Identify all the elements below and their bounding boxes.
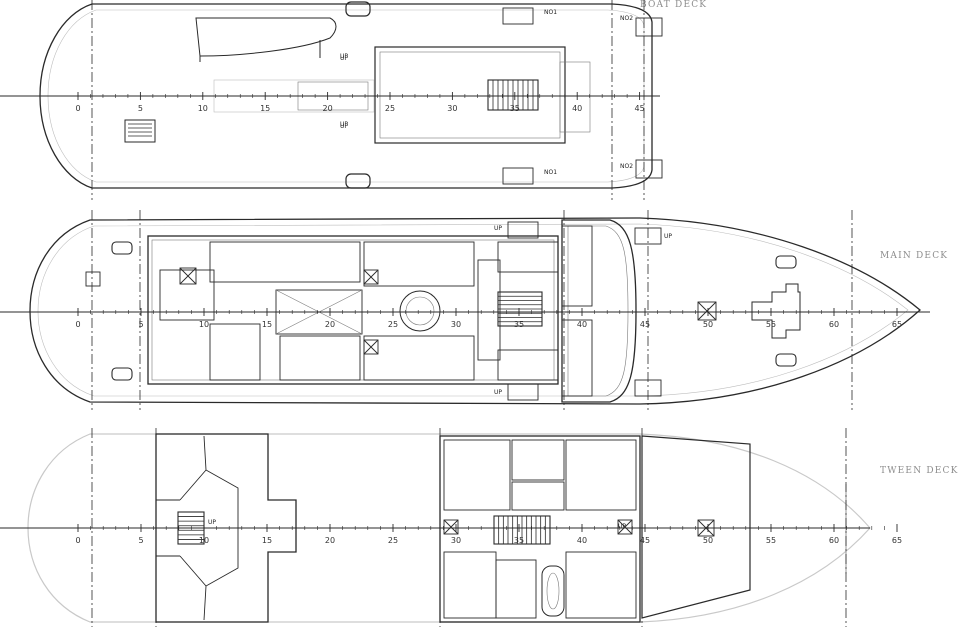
- main-frame-label: 20: [325, 320, 335, 329]
- boat-frame-label: 45: [635, 104, 645, 113]
- boat-stair-label: UP: [340, 121, 348, 128]
- tween-aft-compartment: [155, 433, 297, 623]
- tween-frame-label: 20: [325, 536, 335, 545]
- main-frame-label: 60: [829, 320, 839, 329]
- boat-deck: [39, 1, 663, 189]
- tween-frame-label: 0: [75, 536, 80, 545]
- tween-frame-label: 10: [199, 536, 209, 545]
- main-frame-label: 65: [892, 320, 902, 329]
- tween-cabin-block: [439, 435, 641, 623]
- main-frame-label: 25: [388, 320, 398, 329]
- boat-stair-label: UP: [340, 123, 348, 130]
- main-frame-label: 15: [262, 320, 272, 329]
- boat-stair-label: NO1: [544, 9, 557, 16]
- boat-frame-label: 10: [198, 104, 208, 113]
- tween-frame-label: 60: [829, 536, 839, 545]
- boat-deck-title: BOAT DECK: [640, 0, 708, 10]
- main-stair-label: UP: [494, 389, 502, 396]
- boat-stair-label: NO2: [620, 163, 633, 170]
- main-frame-label: 10: [199, 320, 209, 329]
- tween-bathtub: [541, 565, 565, 617]
- main-stair-label: UP: [494, 225, 502, 232]
- boat-stair-label: NO1: [544, 169, 557, 176]
- hatch-cross-box: [363, 269, 379, 285]
- main-deck-title: MAIN DECK: [880, 251, 949, 261]
- boat-deck-hull: [39, 3, 653, 189]
- tween-frame-label: 50: [703, 536, 713, 545]
- tween-frame-label: 30: [451, 536, 461, 545]
- tween-frame-label: 35: [514, 536, 524, 545]
- main-deck-windlass: [751, 283, 801, 339]
- hatch-cross-box: [179, 267, 197, 285]
- boat-frame-label: 0: [75, 104, 80, 113]
- main-frame-label: 30: [451, 320, 461, 329]
- boat-frame-label: 40: [572, 104, 582, 113]
- boat-frame-label: 5: [138, 104, 143, 113]
- boat-frame-label: 25: [385, 104, 395, 113]
- main-deck-bridge: [561, 219, 637, 403]
- boat-deck-hatch: [124, 119, 156, 143]
- boat-frame-label: 35: [510, 104, 520, 113]
- lifeboat-outline: [195, 17, 337, 57]
- boat-frame-label: 30: [447, 104, 457, 113]
- main-frame-label: 45: [640, 320, 650, 329]
- main-frame-label: 55: [766, 320, 776, 329]
- tween-frame-label: 65: [892, 536, 902, 545]
- tween-stair-label: UP: [208, 519, 216, 526]
- tween-stair-label: UP: [618, 523, 626, 530]
- main-frame-label: 35: [514, 320, 524, 329]
- main-frame-label: 50: [703, 320, 713, 329]
- boat-deck-axis: 0 5 10 15 20 25 30 35 40 45: [0, 0, 660, 200]
- boat-stair-label: UP: [340, 53, 348, 60]
- tween-frame-label: 40: [577, 536, 587, 545]
- main-deck-house: [147, 235, 559, 385]
- tween-frame-label: 55: [766, 536, 776, 545]
- boat-frame-label: 15: [260, 104, 270, 113]
- main-stair-label: UP: [664, 233, 672, 240]
- tween-deck-title: TWEEN DECK: [880, 466, 959, 476]
- hatch-cross-box: [363, 339, 379, 355]
- boat-frame-label: 20: [323, 104, 333, 113]
- tween-deck: [27, 433, 871, 623]
- tween-frame-label: 45: [640, 536, 650, 545]
- boat-stair-label: NO2: [620, 15, 633, 22]
- main-frame-label: 40: [577, 320, 587, 329]
- boat-deck-house: [374, 46, 566, 144]
- main-deck: [29, 217, 921, 405]
- main-frame-label: 5: [138, 320, 143, 329]
- hatch-cross-box: [697, 301, 717, 321]
- tween-deck-axis: 0 5 10 15 20 25 30 35 40 45 50 55 60 65: [0, 428, 902, 627]
- main-frame-label: 0: [75, 320, 80, 329]
- boat-stair-label: UP: [340, 55, 348, 62]
- main-deck-hull: [29, 217, 921, 405]
- tween-frame-label: 5: [138, 536, 143, 545]
- tween-frame-label: 15: [262, 536, 272, 545]
- hatch-cross-box: [617, 519, 633, 535]
- tween-fore-compartment: [641, 435, 751, 619]
- main-deck-axis: 0 5 10 15 20 25 30 35 40 45 50 55 60 65: [0, 210, 930, 410]
- tween-frame-label: 25: [388, 536, 398, 545]
- tween-deck-hull: [27, 433, 871, 623]
- main-deck-rotunda: [399, 290, 441, 332]
